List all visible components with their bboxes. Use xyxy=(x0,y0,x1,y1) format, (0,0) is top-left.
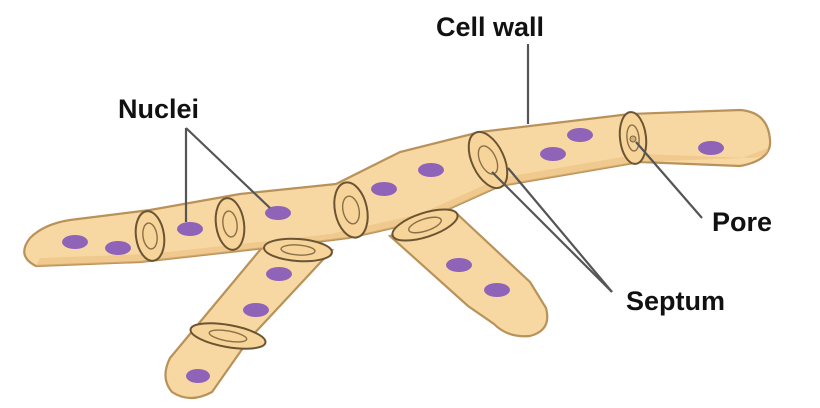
nucleus xyxy=(484,283,510,297)
hyphae xyxy=(24,110,770,398)
nucleus xyxy=(371,182,397,196)
nucleus xyxy=(105,241,131,255)
label-nuclei: Nuclei xyxy=(118,94,199,124)
nucleus xyxy=(567,128,593,142)
label-cell-wall: Cell wall xyxy=(436,12,544,42)
nucleus xyxy=(243,303,269,317)
label-pore: Pore xyxy=(712,207,772,237)
leader-line-septum-1 xyxy=(508,168,612,292)
label-septum: Septum xyxy=(626,286,725,316)
pore xyxy=(630,136,636,142)
nucleus xyxy=(418,163,444,177)
nucleus xyxy=(446,258,472,272)
nucleus xyxy=(698,141,724,155)
nucleus xyxy=(177,222,203,236)
nucleus xyxy=(540,147,566,161)
nucleus xyxy=(186,369,210,383)
nucleus xyxy=(62,235,88,249)
nucleus xyxy=(266,267,292,281)
